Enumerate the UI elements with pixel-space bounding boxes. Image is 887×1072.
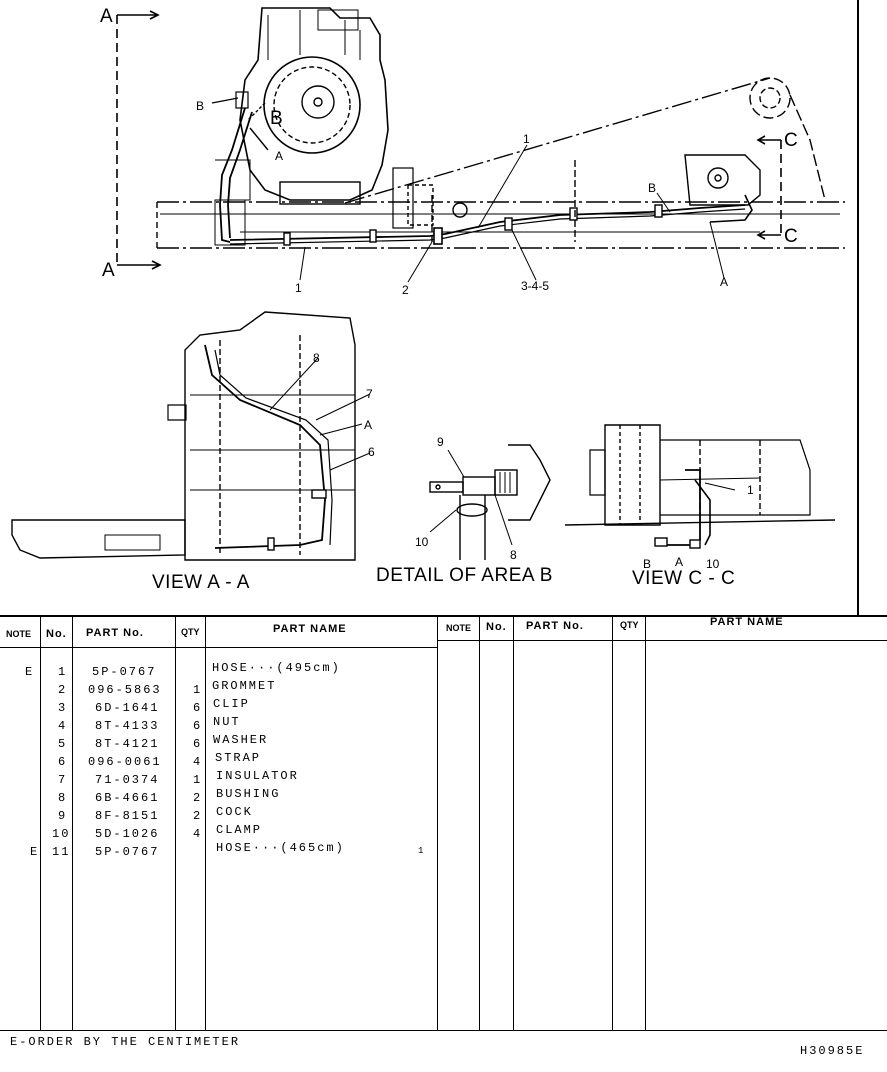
row-qty: 4 bbox=[193, 755, 203, 769]
row-part-no: 8T-4133 bbox=[95, 719, 160, 733]
parts-table: NOTE No. PART No. QTY PART NAME NOTE No.… bbox=[0, 615, 887, 1072]
label-b-big: B bbox=[270, 108, 283, 129]
stray-mark: 1 bbox=[418, 846, 426, 856]
footer-order-note: E-ORDER BY THE CENTIMETER bbox=[10, 1035, 241, 1049]
row-part-no: 096-0061 bbox=[88, 755, 162, 769]
label-a-right: A bbox=[720, 275, 728, 289]
main-side-view bbox=[116, 7, 845, 283]
row-note: E bbox=[30, 845, 40, 859]
header-part-no-left: PART No. bbox=[86, 627, 144, 639]
header-part-name-left: PART NAME bbox=[273, 623, 347, 635]
row-no: 3 bbox=[58, 701, 68, 715]
caption-view-aa: VIEW A - A bbox=[152, 572, 250, 593]
header-no-left: No. bbox=[46, 628, 67, 640]
row-no: 6 bbox=[58, 755, 68, 769]
header-note-left: NOTE bbox=[6, 629, 32, 639]
label-1-bottom: 1 bbox=[295, 281, 302, 295]
row-part-name: COCK bbox=[216, 805, 253, 819]
detail-area-b-drawing bbox=[429, 444, 551, 560]
label-10-detail: 10 bbox=[415, 535, 429, 549]
row-no: 9 bbox=[58, 809, 68, 823]
row-part-name: WASHER bbox=[213, 733, 269, 747]
row-no: 4 bbox=[58, 719, 68, 733]
row-part-name: HOSE···(495cm) bbox=[212, 661, 341, 675]
label-1-top: 1 bbox=[523, 132, 530, 146]
label-8: 8 bbox=[313, 351, 320, 365]
row-no: 1 bbox=[58, 665, 68, 679]
view-cc-drawing bbox=[564, 424, 836, 549]
label-7: 7 bbox=[366, 387, 373, 401]
view-aa-drawing bbox=[11, 311, 371, 561]
label-b-view-c: B bbox=[643, 557, 651, 571]
label-3-4-5: 3-4-5 bbox=[521, 279, 549, 293]
row-part-no: 5D-1026 bbox=[95, 827, 160, 841]
label-c-top: C bbox=[784, 130, 798, 151]
header-no-right: No. bbox=[486, 621, 507, 633]
row-part-no: 8F-8151 bbox=[95, 809, 160, 823]
label-a-top: A bbox=[100, 6, 113, 27]
row-part-no: 096-5863 bbox=[88, 683, 162, 697]
row-no: 10 bbox=[52, 827, 71, 841]
label-a-view-c: A bbox=[675, 555, 683, 569]
header-part-name-right: PART NAME bbox=[710, 616, 784, 628]
label-6: 6 bbox=[368, 445, 375, 459]
row-no: 5 bbox=[58, 737, 68, 751]
label-2: 2 bbox=[402, 283, 409, 297]
row-qty: 4 bbox=[193, 827, 203, 841]
parts-drawing: A A B B A C C B A 1 1 2 3-4-5 8 7 A 6 9 … bbox=[11, 0, 859, 615]
row-no: 7 bbox=[58, 773, 68, 787]
header-note-right: NOTE bbox=[446, 623, 472, 633]
row-part-name: NUT bbox=[213, 715, 241, 729]
label-1-view-c: 1 bbox=[747, 483, 754, 497]
row-qty: 2 bbox=[193, 809, 203, 823]
label-c-bottom: C bbox=[784, 226, 798, 247]
row-part-name: CLAMP bbox=[216, 823, 263, 837]
row-part-no: 5P-0767 bbox=[95, 845, 160, 859]
row-qty: 1 bbox=[193, 773, 203, 787]
label-b-small: B bbox=[196, 99, 204, 113]
row-no: 8 bbox=[58, 791, 68, 805]
label-a-bottom: A bbox=[102, 260, 115, 281]
row-part-name: GROMMET bbox=[212, 679, 277, 693]
row-part-name: INSULATOR bbox=[216, 769, 299, 783]
row-part-name: STRAP bbox=[215, 751, 262, 765]
row-part-no: 71-0374 bbox=[95, 773, 160, 787]
row-qty: 1 bbox=[193, 683, 203, 697]
label-a-view: A bbox=[364, 418, 372, 432]
row-part-name: BUSHING bbox=[216, 787, 281, 801]
drawing-number: H30985E bbox=[800, 1044, 865, 1058]
row-part-no: 6D-1641 bbox=[95, 701, 160, 715]
header-qty-right: QTY bbox=[620, 620, 639, 630]
row-qty: 6 bbox=[193, 737, 203, 751]
row-part-no: 6B-4661 bbox=[95, 791, 160, 805]
row-part-name: HOSE···(465cm) bbox=[216, 841, 345, 855]
label-b-right: B bbox=[648, 181, 656, 195]
header-qty-left: QTY bbox=[181, 627, 200, 637]
row-note: E bbox=[25, 665, 35, 679]
label-8-detail: 8 bbox=[510, 548, 517, 562]
label-a-small: A bbox=[275, 149, 283, 163]
label-9: 9 bbox=[437, 435, 444, 449]
caption-view-cc: VIEW C - C bbox=[632, 568, 736, 589]
row-qty: 2 bbox=[193, 791, 203, 805]
row-part-name: CLIP bbox=[213, 697, 250, 711]
caption-detail-area-b: DETAIL OF AREA B bbox=[376, 565, 553, 586]
row-qty: 6 bbox=[193, 701, 203, 715]
row-qty: 6 bbox=[193, 719, 203, 733]
row-part-no: 8T-4121 bbox=[95, 737, 160, 751]
header-part-no-right: PART No. bbox=[526, 620, 584, 632]
row-no: 11 bbox=[52, 845, 71, 859]
row-no: 2 bbox=[58, 683, 68, 697]
label-10-view-c: 10 bbox=[706, 557, 720, 571]
row-part-no: 5P-0767 bbox=[92, 665, 157, 679]
